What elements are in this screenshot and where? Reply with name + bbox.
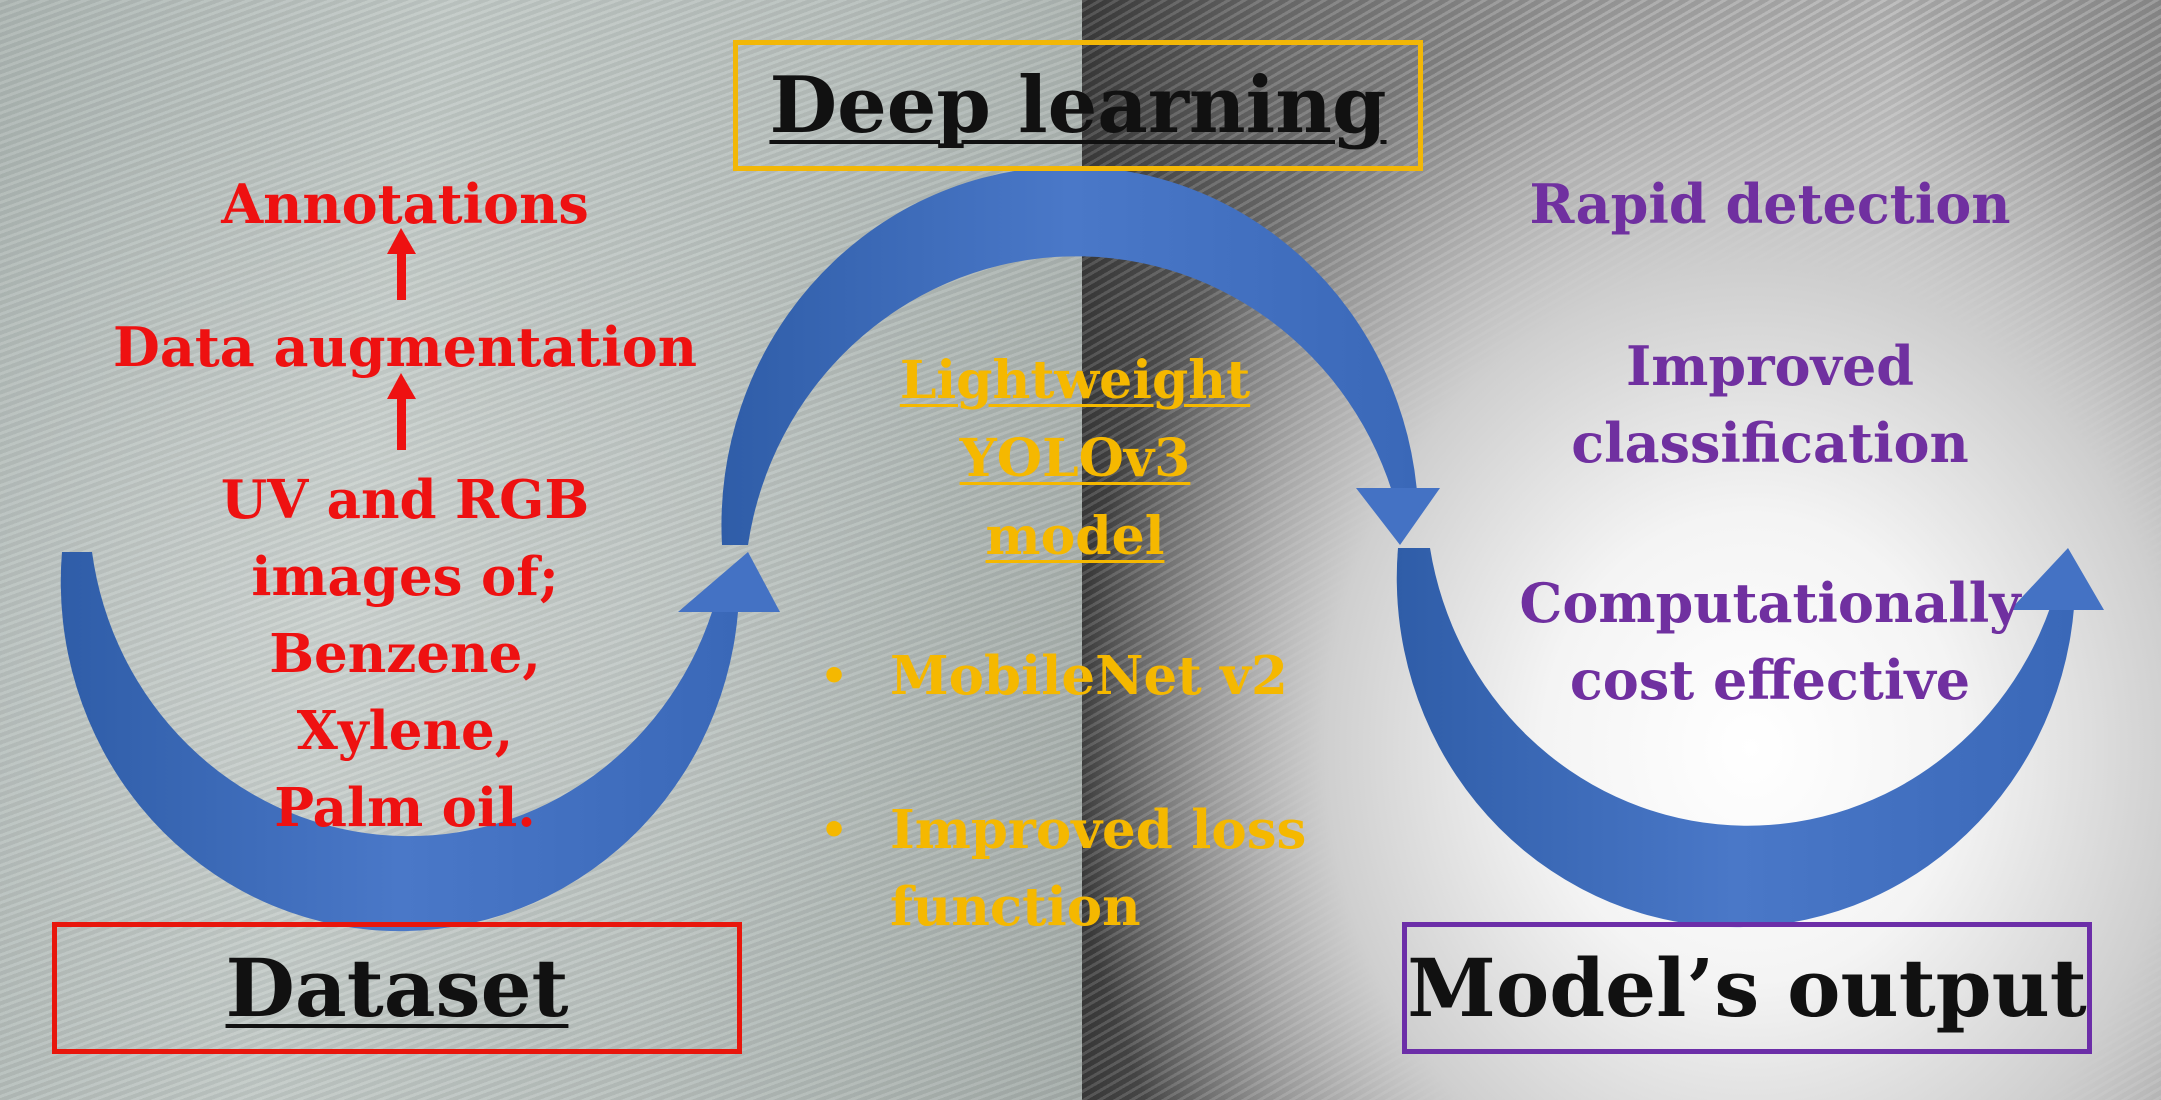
deep-learning-title-box: Deep learning	[733, 40, 1423, 171]
image-sources-label: UV and RGB images of; Benzene, Xylene, P…	[130, 462, 680, 847]
bullet-line: function	[890, 876, 1141, 938]
image-sources-line: Benzene,	[269, 623, 541, 685]
top-arc-arrow	[721, 166, 1418, 545]
cost-line: cost effective	[1569, 648, 1971, 712]
up-arrow-to-augmentation	[387, 373, 416, 450]
water-surface-background-right	[1082, 0, 2161, 1100]
model-feature-bullet: • MobileNet v2	[820, 638, 1288, 715]
image-sources-line: UV and RGB	[220, 469, 590, 531]
up-arrow-to-annotations	[387, 228, 416, 300]
bullet-marker: •	[820, 805, 849, 856]
model-output-title: Model’s output	[1407, 941, 2087, 1035]
classification-line: classification	[1571, 411, 1969, 475]
image-sources-line: Xylene,	[296, 700, 514, 762]
dataset-title: Dataset	[225, 941, 569, 1035]
improved-classification-label: Improved classification	[1430, 328, 2110, 482]
image-sources-line: images of;	[251, 546, 559, 608]
left-u-arrow	[60, 552, 739, 932]
image-sources-line: Palm oil.	[274, 777, 536, 839]
model-name-label: Lightweight YOLOv3 model	[830, 342, 1320, 576]
water-surface-background-left	[0, 0, 1082, 1100]
top-arc-arrowhead	[1356, 488, 1440, 545]
bullet-line: MobileNet v2	[890, 645, 1288, 707]
model-name-line: Lightweight	[899, 350, 1251, 411]
rapid-detection-label: Rapid detection	[1529, 172, 2011, 236]
classification-line: Improved	[1625, 334, 1915, 398]
right-u-arrow	[1396, 548, 2074, 928]
bullet-marker: •	[820, 651, 849, 702]
data-augmentation-label: Data augmentation	[113, 315, 697, 379]
model-feature-bullet: • Improved loss function	[820, 792, 1307, 946]
cost-effective-label: Computationally cost effective	[1430, 565, 2110, 719]
right-u-arrowhead	[2010, 548, 2104, 610]
annotations-label: Annotations	[221, 172, 589, 236]
left-u-arrowhead	[678, 552, 780, 612]
deep-learning-title: Deep learning	[769, 60, 1387, 151]
cost-line: Computationally	[1519, 571, 2021, 635]
model-name-line: YOLOv3	[959, 428, 1191, 489]
model-output-title-box: Model’s output	[1402, 922, 2092, 1054]
model-name-line: model	[985, 506, 1165, 567]
bullet-line: Improved loss	[890, 799, 1307, 861]
dataset-title-box: Dataset	[52, 922, 742, 1054]
